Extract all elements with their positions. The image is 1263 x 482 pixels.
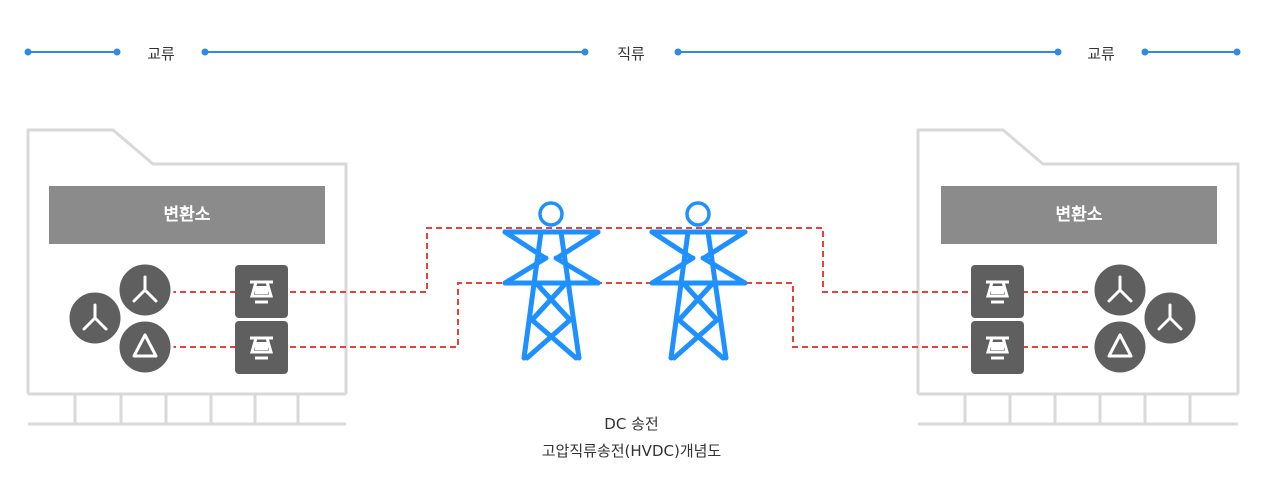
right-transformer-wye-outer <box>1141 289 1199 347</box>
caption-line-2: 고압직류송전(HVDC)개념도 <box>541 442 722 460</box>
left-transformer-delta <box>116 318 174 376</box>
transmission-tower-icon <box>502 201 601 361</box>
segment-label-dc: 직류 <box>607 43 655 64</box>
current-type-line <box>24 48 1241 56</box>
right-valve-lower <box>971 321 1024 374</box>
segment-label-right-ac: 교류 <box>1077 43 1125 64</box>
left-valve-upper <box>235 265 288 318</box>
segment-label-left-ac: 교류 <box>137 43 185 64</box>
caption-line-1: DC 송전 <box>604 415 659 433</box>
right-valve-upper <box>971 265 1024 318</box>
left-transformer-wye-upper <box>116 261 174 319</box>
right-station-building <box>916 128 1240 426</box>
transmission-tower-icon <box>649 201 748 361</box>
right-transformer-wye-upper <box>1091 261 1149 319</box>
right-station-title: 변환소 <box>941 186 1217 244</box>
left-valve-lower <box>235 321 288 374</box>
dc-cables <box>170 227 1095 348</box>
left-station-title: 변환소 <box>49 186 325 244</box>
left-station-building <box>26 128 348 426</box>
right-transformer-delta <box>1091 318 1149 376</box>
left-transformer-wye-outer <box>66 289 124 347</box>
